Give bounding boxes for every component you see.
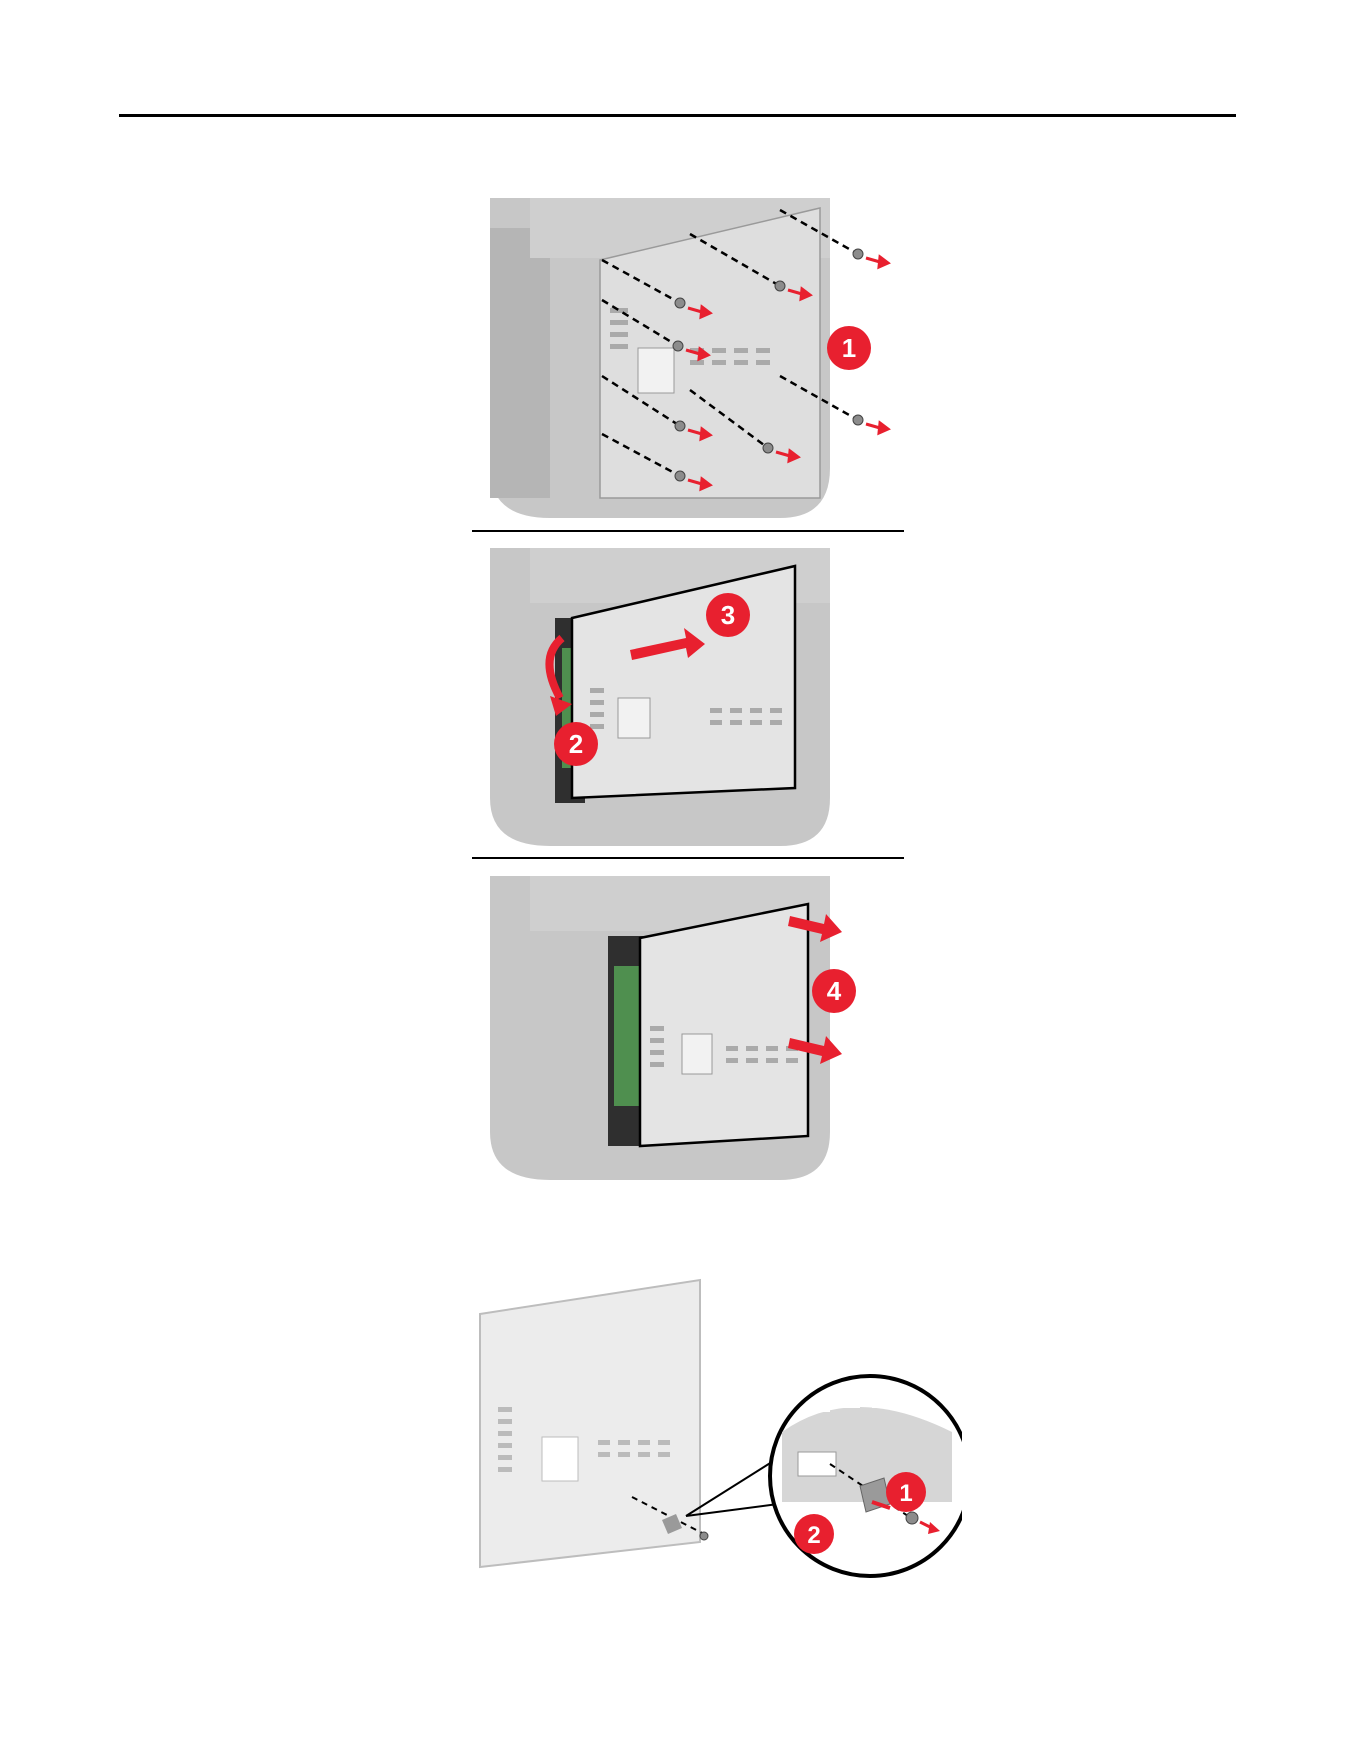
step-badge-3: 3: [706, 593, 750, 637]
step-badge-4: 4: [812, 969, 856, 1013]
svg-text:2: 2: [807, 1522, 820, 1549]
page-footer-strip: [0, 1748, 1361, 1761]
panel-divider: [472, 530, 904, 532]
step-badge-2: 2: [554, 722, 598, 766]
step-badge-2: 2: [794, 1514, 834, 1554]
svg-text:4: 4: [827, 976, 842, 1006]
step-badge-1: 1: [827, 326, 871, 370]
step-badge-1: 1: [886, 1472, 926, 1512]
svg-text:1: 1: [899, 1480, 912, 1507]
svg-text:1: 1: [842, 333, 856, 363]
page-header-rule: [119, 114, 1236, 117]
illustration-remove-bracket: 1 2: [472, 1272, 962, 1632]
panel-divider: [472, 857, 904, 859]
illustration-swing-panel: 2 3: [490, 548, 830, 846]
screw-icon: [906, 1512, 918, 1524]
svg-text:3: 3: [721, 600, 735, 630]
illustration-remove-screws: 1: [490, 198, 910, 518]
illustration-pull-panel: 4: [490, 876, 870, 1180]
screw-icon: [700, 1532, 708, 1540]
svg-text:2: 2: [569, 729, 583, 759]
